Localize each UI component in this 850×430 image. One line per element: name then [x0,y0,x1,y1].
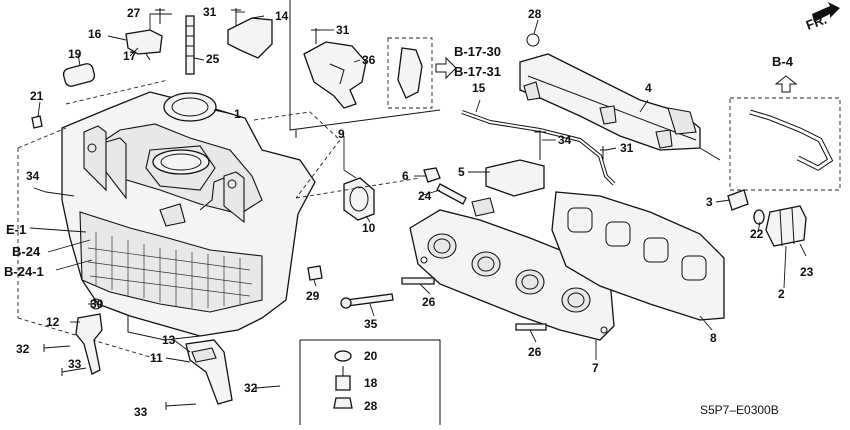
callout-31-rail: 31 [620,141,634,155]
stud-26-lower [515,323,547,331]
frame-lines [289,0,441,425]
fuel-hose-b4 [729,75,841,191]
bracket-14 [227,17,273,59]
bracket-11-13 [185,339,233,405]
intake-manifold [61,91,316,341]
ref-b24-1: B-24-1 [4,264,44,279]
cover-5 [485,159,545,197]
callout-36: 36 [362,53,376,67]
callout-8: 8 [710,331,717,345]
callout-14: 14 [275,9,289,23]
leader-lines [29,11,807,363]
ref-b17-31: B-17-31 [454,64,501,79]
callout-19: 19 [68,47,82,61]
callout-17: 17 [123,49,137,63]
fuel-rail-4 [519,33,721,161]
bolt-35 [345,293,394,307]
stud-24 [436,183,467,205]
callout-24: 24 [418,189,432,203]
callout-34-left: 34 [26,169,40,183]
nut-29 [307,265,323,281]
callout-18: 18 [364,376,378,390]
callout-28-top: 28 [528,7,542,21]
callout-35: 35 [364,317,378,331]
callout-12: 12 [46,315,60,329]
callout-27: 27 [127,6,141,20]
callout-32-left: 32 [16,342,30,356]
callout-26-lower: 26 [528,345,542,359]
front-label: FR. [804,12,829,33]
callout-33-left: 33 [68,357,82,371]
callout-16: 16 [88,27,102,41]
callout-3: 3 [706,195,713,209]
callout-25: 25 [206,52,220,66]
callout-20: 20 [364,349,378,363]
callout-6: 6 [402,169,409,183]
callout-33-bottom: 33 [134,405,148,419]
callout-32-bottom: 32 [244,381,258,395]
reference-clip-box [387,37,457,109]
intake-flange-7 [409,209,615,341]
ref-b17-30: B-17-30 [454,44,501,59]
callout-21: 21 [30,89,44,103]
callout-31-top: 31 [203,5,217,19]
callout-31-bracket: 31 [336,23,350,37]
bracket-36 [303,28,367,109]
callout-numbers: 27 16 17 19 21 31 14 25 1 31 36 9 10 34 … [16,5,814,419]
top-left-small-parts [31,8,195,129]
fastener-legend [333,350,353,409]
callout-10: 10 [362,221,376,235]
callout-4: 4 [645,81,652,95]
reference-labels: B-17-30 B-17-31 B-4 E-1 B-24 B-24-1 FR. … [4,12,829,417]
fuel-injector-2 [727,189,807,247]
stud-26-upper [401,277,435,285]
callout-13: 13 [162,333,176,347]
nut-6 [423,167,441,183]
gasket-8 [551,191,725,321]
callout-26-upper: 26 [422,295,436,309]
front-arrow-icon [812,2,840,22]
ref-b4: B-4 [772,54,794,69]
callout-23: 23 [800,265,814,279]
callout-9: 9 [338,127,345,141]
ref-b24: B-24 [12,244,41,259]
callout-28-legend: 28 [364,399,378,413]
diagram-code: S5P7–E0300B [700,403,779,417]
callout-22: 22 [750,227,764,241]
callout-15: 15 [472,81,486,95]
callout-7: 7 [592,361,599,375]
callout-11: 11 [150,351,163,365]
callout-34-rail: 34 [558,133,572,147]
ref-e1: E-1 [6,222,26,237]
throttle-gasket-1 [163,92,217,122]
callout-29: 29 [306,289,320,303]
callout-2: 2 [778,287,785,301]
callout-5: 5 [458,165,465,179]
callout-30: 30 [90,297,104,311]
exploded-region-outline [17,79,421,361]
gasket-10 [343,177,375,221]
callout-1: 1 [234,107,241,121]
